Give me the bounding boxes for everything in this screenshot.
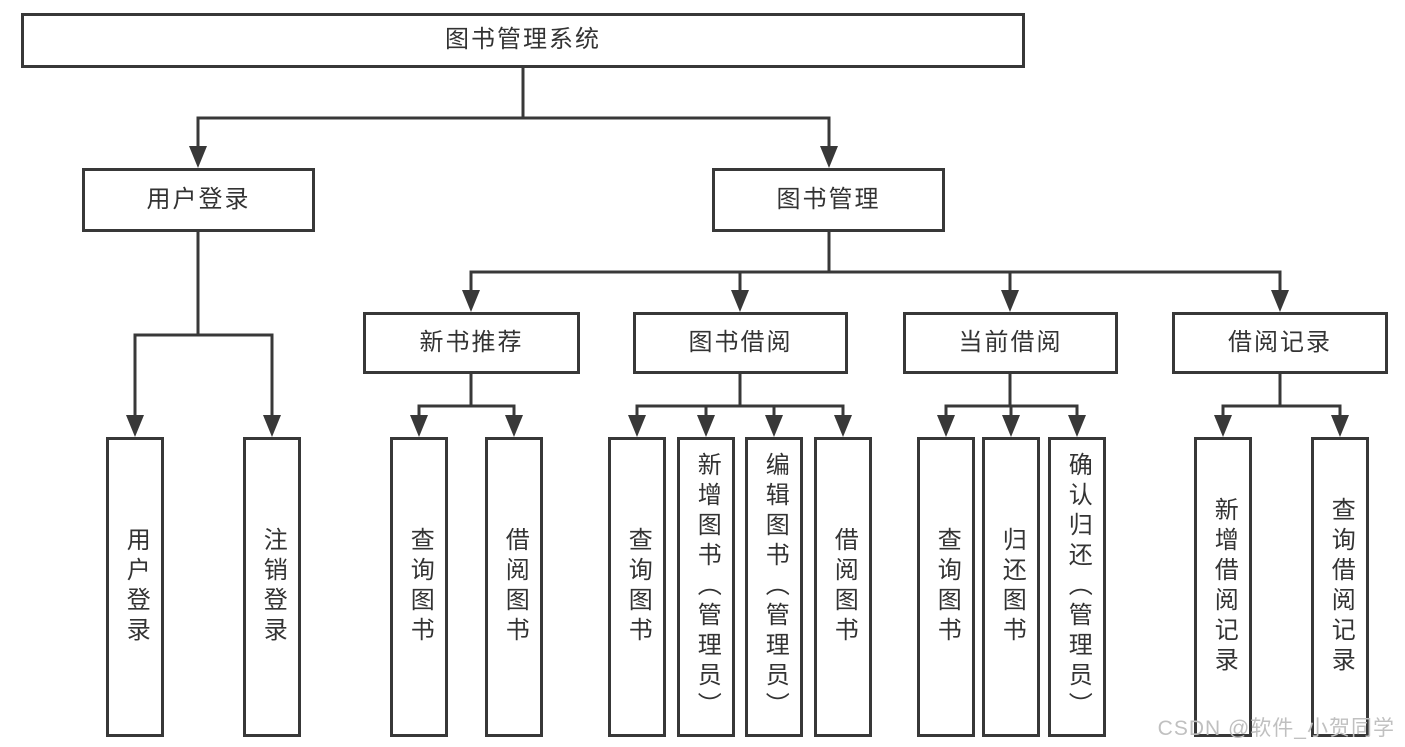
leaf-add-borrow-record: 新增借阅记录: [1194, 437, 1252, 737]
leaf-query-borrow-record: 查询借阅记录: [1311, 437, 1369, 737]
node-book-management: 图书管理: [712, 168, 945, 232]
leaf-query-books-recommend: 查询图书: [390, 437, 448, 737]
node-borrow-records: 借阅记录: [1172, 312, 1388, 374]
leaf-add-book-admin: 新增图书（管理员）: [677, 437, 735, 737]
leaf-borrow-books-recommend: 借阅图书: [485, 437, 543, 737]
csdn-watermark: CSDN @软件_小贺同学: [1157, 717, 1395, 740]
leaf-logout: 注销登录: [243, 437, 301, 737]
node-user-login: 用户登录: [82, 168, 315, 232]
leaf-borrow-books: 借阅图书: [814, 437, 872, 737]
leaf-user-login: 用户登录: [106, 437, 164, 737]
node-book-borrow: 图书借阅: [633, 312, 848, 374]
node-new-book-recommend: 新书推荐: [363, 312, 580, 374]
leaf-edit-book-admin: 编辑图书（管理员）: [745, 437, 803, 737]
leaf-query-books-borrow: 查询图书: [608, 437, 666, 737]
node-current-borrow: 当前借阅: [903, 312, 1118, 374]
leaf-confirm-return-admin: 确认归还（管理员）: [1048, 437, 1106, 737]
node-root: 图书管理系统: [21, 13, 1025, 68]
leaf-query-books-current: 查询图书: [917, 437, 975, 737]
leaf-return-book: 归还图书: [982, 437, 1040, 737]
